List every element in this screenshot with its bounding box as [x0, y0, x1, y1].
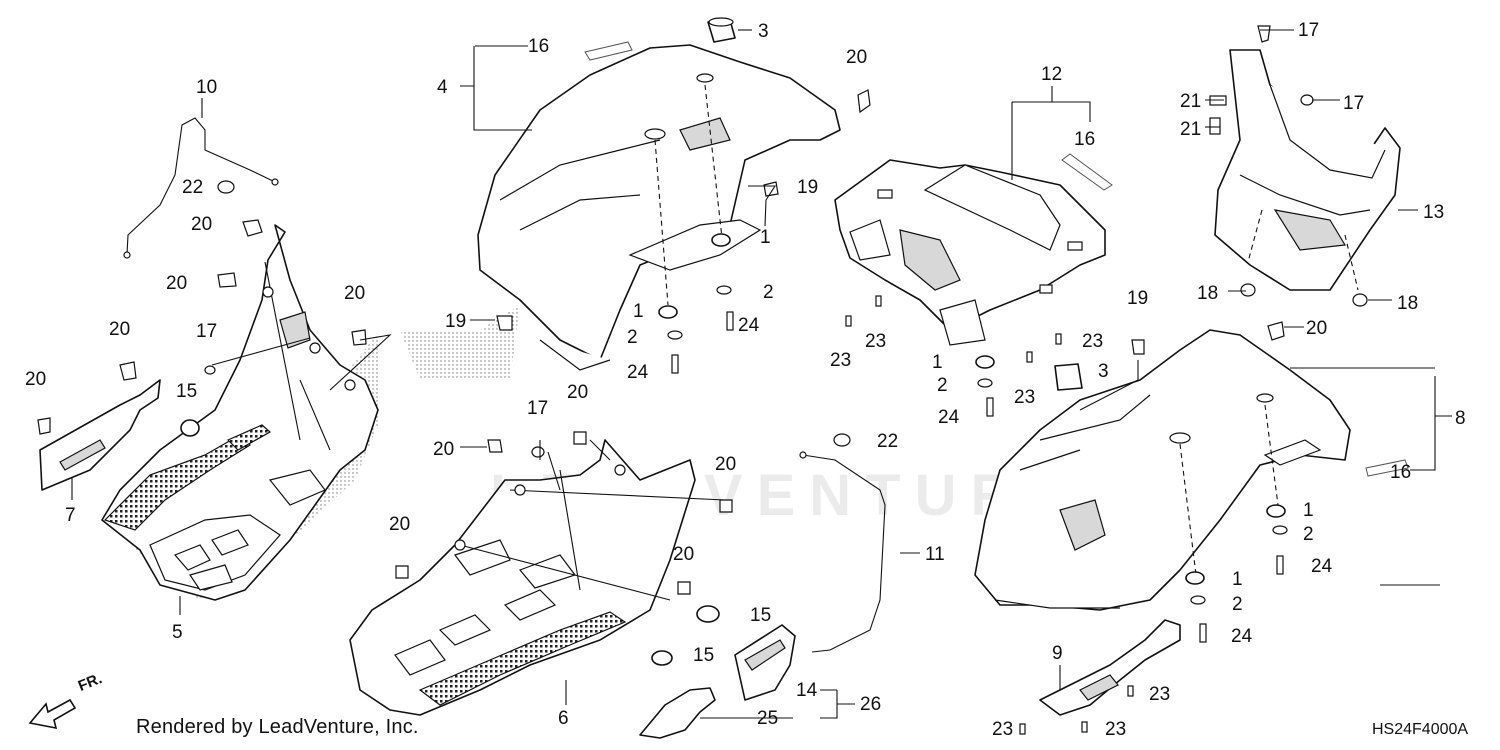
callout-2-a: 2 — [763, 282, 774, 303]
callout-22-left: 22 — [182, 177, 203, 198]
callout-2-e: 2 — [1232, 594, 1243, 615]
callout-19-right: 19 — [1127, 288, 1148, 309]
callout-18-b: 18 — [1397, 293, 1418, 314]
callout-23-f: 23 — [1105, 719, 1126, 740]
callout-23-b: 23 — [830, 350, 851, 371]
callout-16-top: 16 — [528, 36, 549, 57]
rear-guard-part-13 — [1214, 49, 1401, 291]
callout-5: 5 — [172, 622, 183, 643]
callout-16-right: 16 — [1390, 462, 1411, 483]
callout-24-d: 24 — [1311, 556, 1333, 577]
panel-part-14 — [734, 624, 796, 701]
callout-19-top-center: 19 — [797, 177, 818, 198]
footer-credit: Rendered by LeadVenture, Inc. — [136, 716, 419, 738]
callout-22-center: 22 — [877, 431, 898, 452]
callout-3-top: 3 — [758, 21, 769, 42]
callout-17-left: 17 — [196, 321, 217, 342]
rear-fender-part-8 — [974, 329, 1351, 611]
callout-25: 25 — [757, 708, 778, 729]
callout-24-b: 24 — [627, 362, 649, 383]
callout-2-d: 2 — [1303, 524, 1314, 545]
callout-13: 13 — [1423, 202, 1444, 223]
callout-20-k: 20 — [673, 544, 694, 565]
callout-20-f: 20 — [25, 369, 46, 390]
front-arrow-icon — [28, 698, 77, 730]
callout-1-a: 1 — [760, 227, 771, 248]
rear-floor-part-6 — [349, 439, 726, 716]
callout-20-d: 20 — [344, 283, 365, 304]
callout-3-right: 3 — [1098, 361, 1109, 382]
callout-20-g: 20 — [567, 382, 588, 403]
callout-23-g: 23 — [992, 719, 1013, 740]
callout-24-c: 24 — [938, 407, 960, 428]
callout-6: 6 — [558, 708, 569, 729]
callout-2-c: 2 — [937, 375, 948, 396]
callout-11: 11 — [925, 544, 945, 565]
callout-15-b: 15 — [750, 605, 771, 626]
callout-26: 26 — [860, 694, 881, 715]
wire-part-11 — [799, 451, 886, 653]
center-tray-part-12 — [834, 159, 1106, 346]
callout-12: 12 — [1041, 64, 1062, 85]
diagram-code: HS24F4000A — [1372, 721, 1469, 738]
rod-part-10 — [123, 117, 279, 259]
callout-9: 9 — [1052, 643, 1063, 664]
callout-23-e: 23 — [1149, 684, 1170, 705]
callout-15-c: 15 — [693, 645, 714, 666]
callout-20-h: 20 — [433, 439, 454, 460]
callout-20-l: 20 — [1306, 318, 1327, 339]
callout-15-a: 15 — [176, 381, 197, 402]
callout-24-a: 24 — [738, 315, 760, 336]
callout-10: 10 — [196, 77, 217, 98]
callout-24-e: 24 — [1231, 626, 1253, 647]
callout-4: 4 — [437, 77, 448, 98]
callout-20-c: 20 — [166, 273, 187, 294]
leader-lines — [71, 29, 1452, 719]
callout-20-e: 20 — [109, 319, 130, 340]
front-fender-part-5 — [101, 224, 380, 601]
callout-23-c: 23 — [1082, 331, 1103, 352]
callout-1-b: 1 — [633, 301, 644, 322]
callout-23-d: 23 — [1014, 387, 1035, 408]
callout-19-left: 19 — [445, 311, 466, 332]
callout-2-b: 2 — [627, 327, 638, 348]
callout-16-center: 16 — [1074, 129, 1095, 150]
callout-14: 14 — [796, 680, 818, 701]
rear-fender-part-4 — [400, 44, 841, 380]
callout-20-i: 20 — [715, 454, 736, 475]
callout-1-e: 1 — [1232, 569, 1243, 590]
callout-23-a: 23 — [865, 331, 886, 352]
side-panel-part-7 — [39, 379, 161, 491]
callout-1-d: 1 — [1303, 500, 1314, 521]
callout-17-right: 17 — [1343, 93, 1364, 114]
callout-20-top-center: 20 — [846, 47, 867, 68]
callout-labels: 3 16 4 20 19 1 1 2 2 24 24 19 10 22 20 2… — [25, 20, 1466, 740]
bracket-part-9 — [1039, 619, 1181, 716]
callout-20-j: 20 — [389, 514, 410, 535]
callout-20-b: 20 — [191, 214, 212, 235]
callout-21-b: 21 — [1180, 119, 1201, 140]
callout-17-center: 17 — [527, 398, 548, 419]
callout-7: 7 — [65, 505, 76, 526]
panel-part-25 — [639, 687, 716, 739]
callout-18-a: 18 — [1197, 283, 1218, 304]
grommet-part-3-top — [707, 17, 736, 43]
callout-8: 8 — [1455, 408, 1466, 429]
callout-17-top-right: 17 — [1298, 20, 1319, 41]
callout-21-a: 21 — [1180, 91, 1201, 112]
callout-1-c: 1 — [932, 352, 943, 373]
